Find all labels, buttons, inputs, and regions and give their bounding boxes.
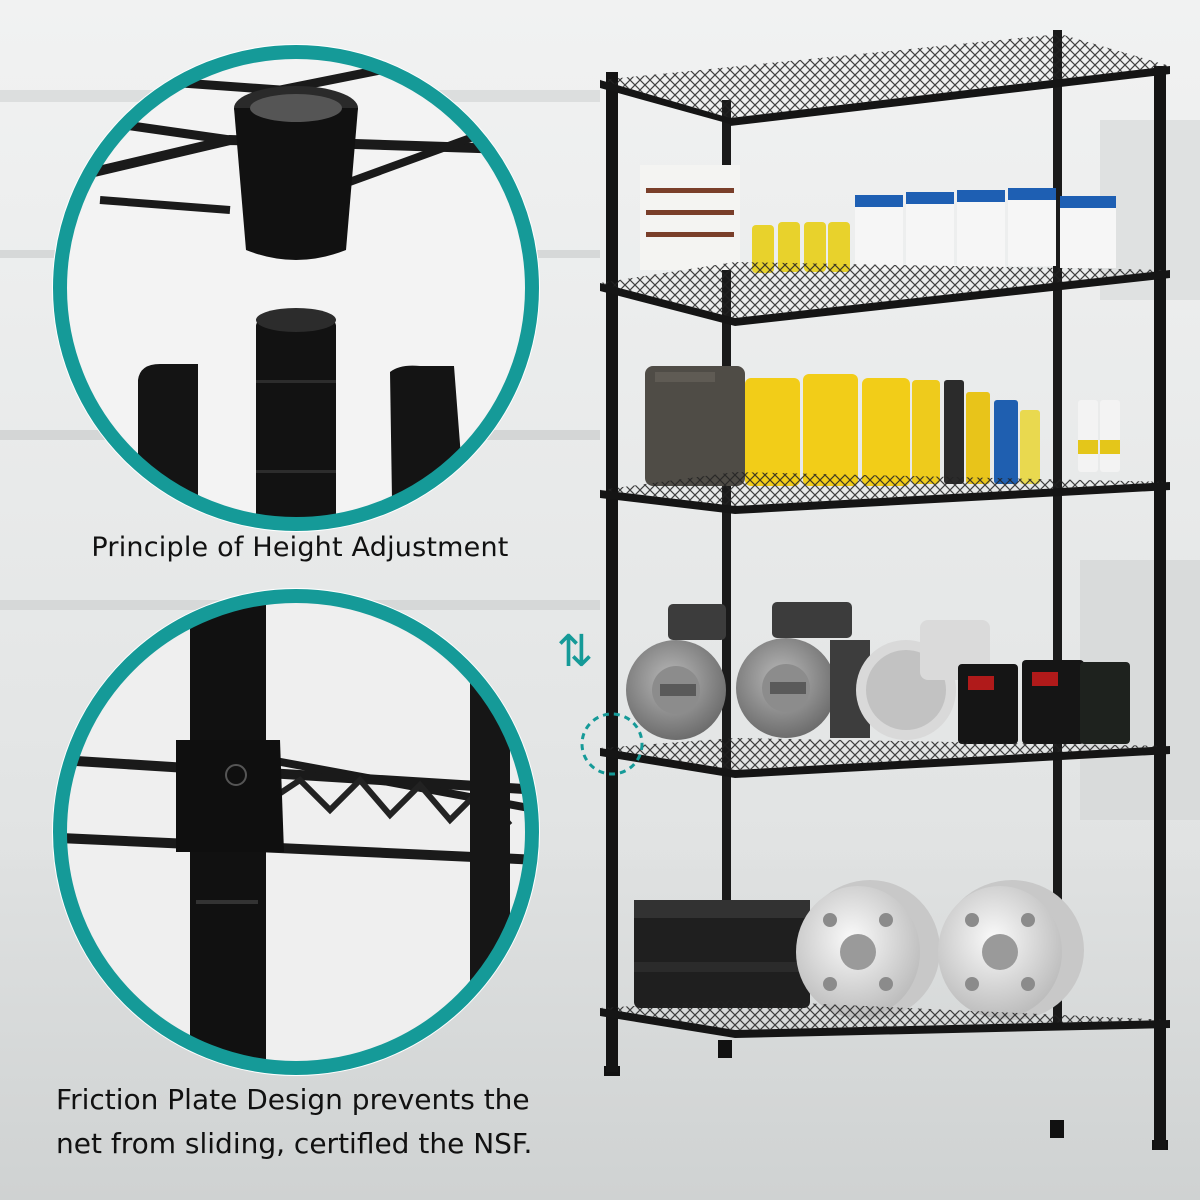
friction-plate-caption: Friction Plate Design prevents the net f… <box>56 1078 576 1166</box>
detail-circle-friction-plate <box>52 588 540 1076</box>
height-adjustment-caption: Principle of Height Adjustment <box>91 532 509 563</box>
up-down-arrows-icon: ⇅ <box>556 626 594 677</box>
friction-caption-line-2: net from sliding, certifled the NSF. <box>56 1127 533 1160</box>
detail-circle-height-adjustment <box>52 44 540 532</box>
wire-shelf-unit <box>580 30 1170 1150</box>
friction-caption-line-1: Friction Plate Design prevents the <box>56 1083 530 1116</box>
